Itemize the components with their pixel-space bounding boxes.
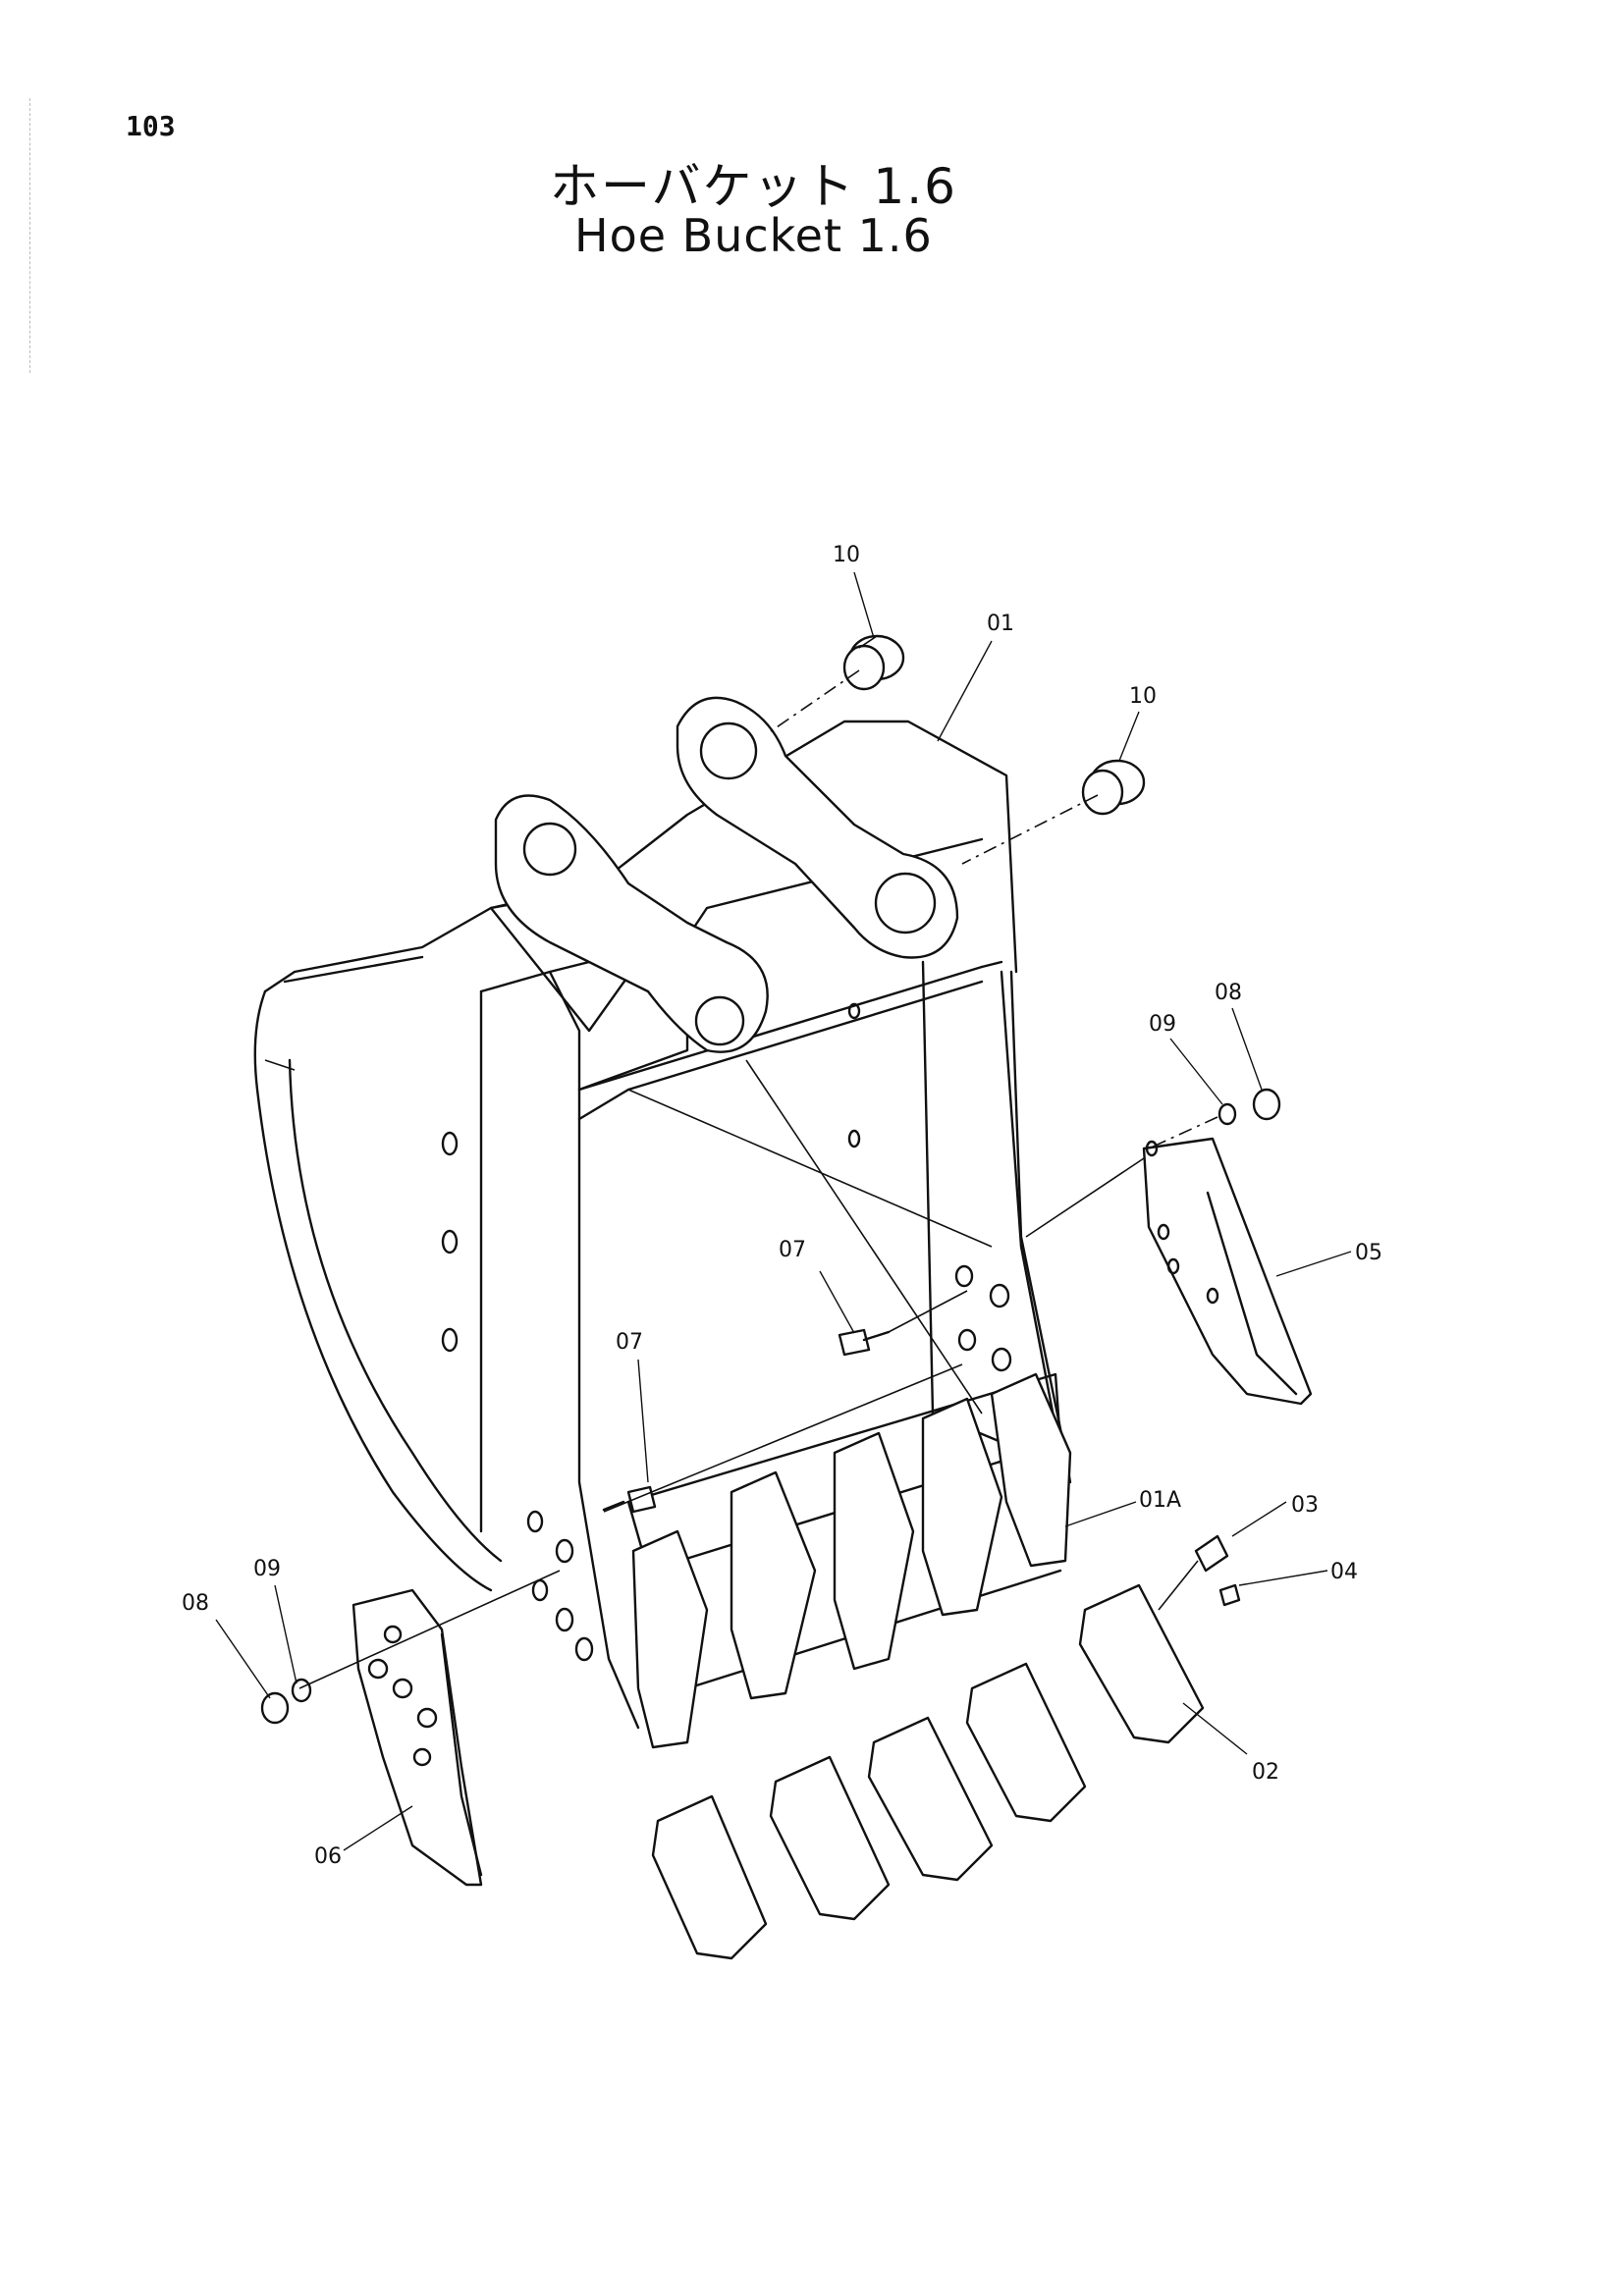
callout-05: 05 <box>1355 1241 1382 1265</box>
callout-03: 03 <box>1291 1493 1319 1518</box>
callout-10-upper: 10 <box>833 543 860 567</box>
callout-04: 04 <box>1330 1560 1358 1584</box>
link-brackets <box>494 696 959 1053</box>
callout-08-right: 08 <box>1215 981 1242 1005</box>
bushing-parts <box>842 634 1146 816</box>
callout-09-left: 09 <box>253 1557 281 1581</box>
callout-07-left: 07 <box>616 1330 643 1355</box>
pin-lock <box>1194 1534 1241 1607</box>
callout-02: 02 <box>1252 1760 1279 1785</box>
leader-lines <box>215 571 1352 1851</box>
callout-10-right: 10 <box>1129 684 1157 709</box>
callout-01A: 01A <box>1139 1488 1181 1513</box>
page-number: 103 <box>126 110 176 142</box>
callout-09-right: 09 <box>1149 1012 1176 1037</box>
title-japanese: ホーバケット 1.6 <box>550 158 957 215</box>
callout-08-left: 08 <box>182 1591 209 1616</box>
callout-labels: 10 01 10 08 09 05 07 07 01A 03 04 09 08 … <box>182 543 1382 1869</box>
side-cutters <box>352 1137 1313 1887</box>
callout-01: 01 <box>987 612 1014 636</box>
callout-07-center: 07 <box>779 1238 806 1262</box>
assembly-lines <box>298 669 1218 1689</box>
tooth-points <box>651 1583 1205 1960</box>
margin-rule <box>29 98 30 373</box>
title-english: Hoe Bucket 1.6 <box>574 209 933 262</box>
callout-06: 06 <box>314 1844 342 1869</box>
tooth-adapters <box>631 1372 1072 1749</box>
